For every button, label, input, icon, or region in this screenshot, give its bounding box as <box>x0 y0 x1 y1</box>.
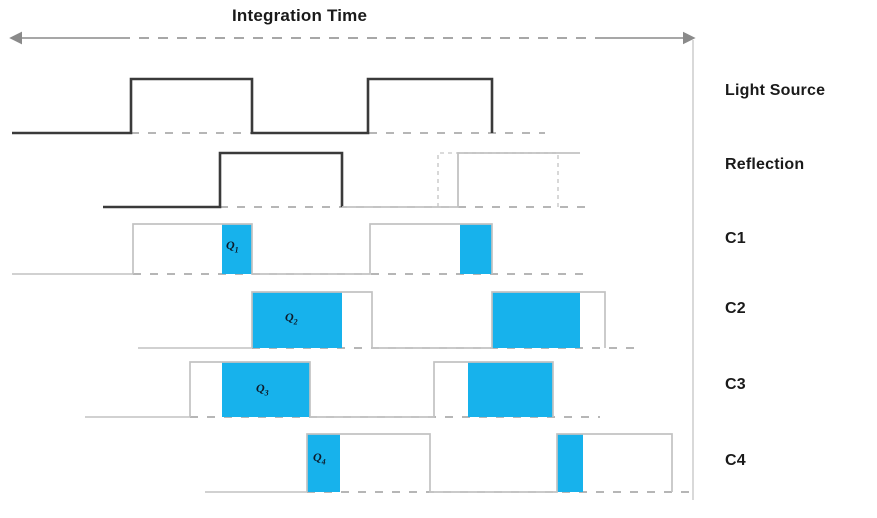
row-label-reflection: Reflection <box>725 156 805 173</box>
waveform-c1 <box>12 223 588 275</box>
charge-area-q2 <box>252 292 342 348</box>
charge-area-q3 <box>222 362 310 417</box>
row-label-c3: C3 <box>725 376 746 393</box>
row-label-c1: C1 <box>725 230 746 247</box>
waveform-light-source <box>12 77 545 135</box>
charge-label-q3: Q3 <box>256 381 269 398</box>
waveform-c2 <box>138 291 640 349</box>
row-label-c4: C4 <box>725 452 746 469</box>
charge-area-q4 <box>307 434 340 492</box>
charge-label-q2: Q2 <box>285 310 298 327</box>
row-label-c2: C2 <box>725 300 746 317</box>
page-title: Integration Time <box>232 6 368 25</box>
waveform-reflection <box>103 151 592 209</box>
waveform-c4 <box>205 433 690 493</box>
charge-label-q4: Q4 <box>313 450 326 467</box>
charge-label-q1: Q1 <box>226 238 239 255</box>
row-label-light-source: Light Source <box>725 82 826 99</box>
charge-area-q4-b <box>557 434 583 492</box>
charge-area-q1-b <box>460 224 492 274</box>
charge-area-q1 <box>222 224 252 274</box>
charge-area-q3-b <box>468 362 553 417</box>
waveform-c3 <box>85 361 600 418</box>
charge-area-q2-b <box>492 292 580 348</box>
